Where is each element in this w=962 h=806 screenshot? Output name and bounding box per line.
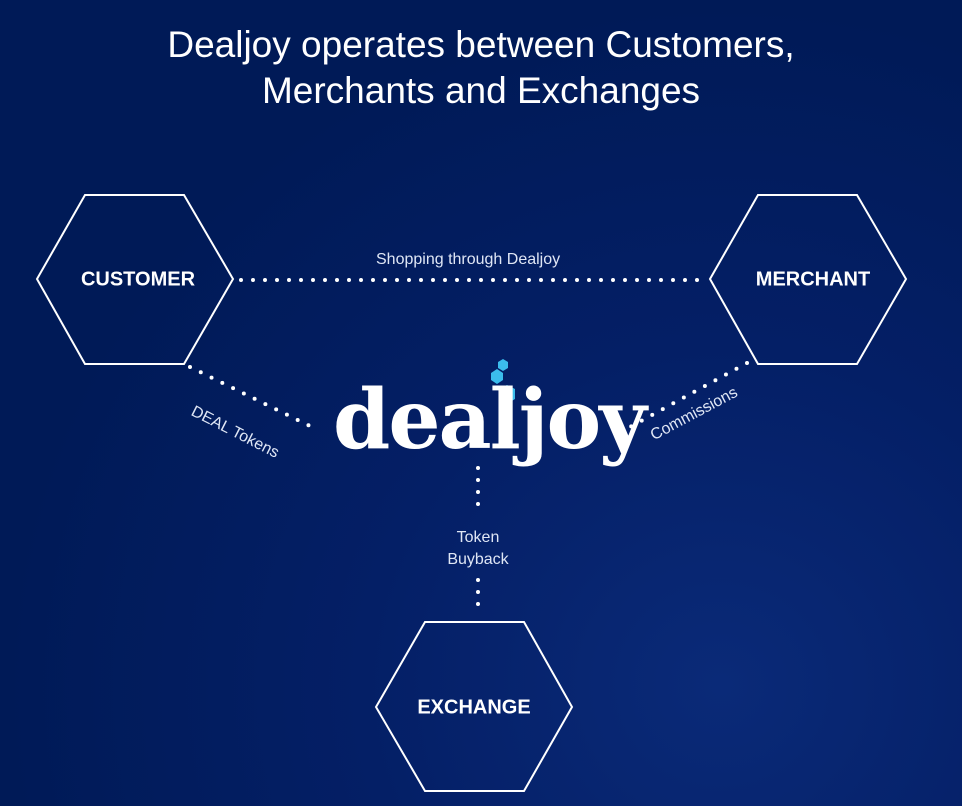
exchange-node: EXCHANGE (417, 696, 531, 719)
title-line-1: Dealjoy operates between Customers, (167, 24, 795, 65)
customer-hexagon (35, 194, 235, 365)
page-title: Dealjoy operates between Customers, Merc… (0, 22, 962, 114)
customer-node: CUSTOMER (80, 268, 196, 291)
commissions-connector (628, 361, 749, 429)
dealjoy-logo: dealjoy (333, 372, 647, 468)
merchant-hexagon (708, 194, 908, 365)
buyback-label: Token Buyback (438, 527, 518, 571)
deal-tokens-connector (188, 365, 314, 429)
exchange-hexagon (374, 621, 574, 792)
logo-hexagons-icon (491, 359, 515, 404)
merchant-node: MERCHANT (755, 268, 871, 291)
shopping-label: Shopping through Dealjoy (376, 251, 561, 268)
title-line-2: Merchants and Exchanges (261, 70, 701, 111)
buyback-label-line-2: Buyback (447, 551, 509, 568)
buyback-label-line-1: Token (456, 529, 500, 546)
